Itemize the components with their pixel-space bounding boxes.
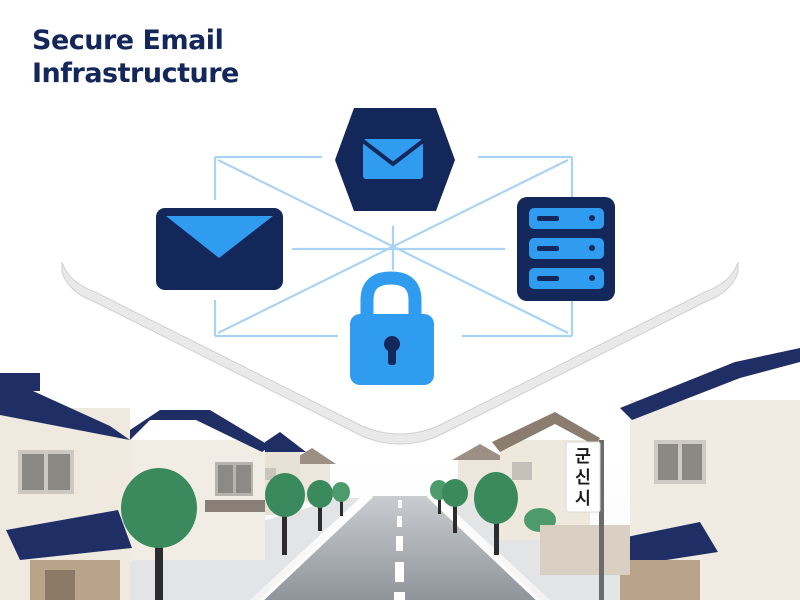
envelope-icon	[156, 208, 283, 290]
shield-shape	[61, 261, 739, 445]
trees-left	[121, 468, 350, 600]
sign-char-3: 시	[575, 489, 591, 509]
street-sign: 군 신 시	[565, 440, 604, 600]
title-line-1: Secure Email	[32, 25, 224, 56]
house-left-near	[0, 373, 132, 600]
hexagon-mail-icon	[335, 108, 455, 211]
page-title: Secure Email Infrastructure	[32, 24, 239, 90]
server-icon	[517, 197, 615, 301]
house-right-near	[612, 348, 800, 600]
network-lines	[213, 155, 574, 338]
sign-char-1: 군	[575, 447, 591, 467]
padlock-icon	[350, 271, 434, 385]
garden-wall	[540, 525, 630, 575]
lane-markings	[394, 500, 405, 600]
title-line-2: Infrastructure	[32, 58, 239, 89]
sign-char-2: 신	[575, 468, 591, 488]
trees-right	[430, 472, 556, 555]
street-scene: 군 신 시	[0, 348, 800, 600]
